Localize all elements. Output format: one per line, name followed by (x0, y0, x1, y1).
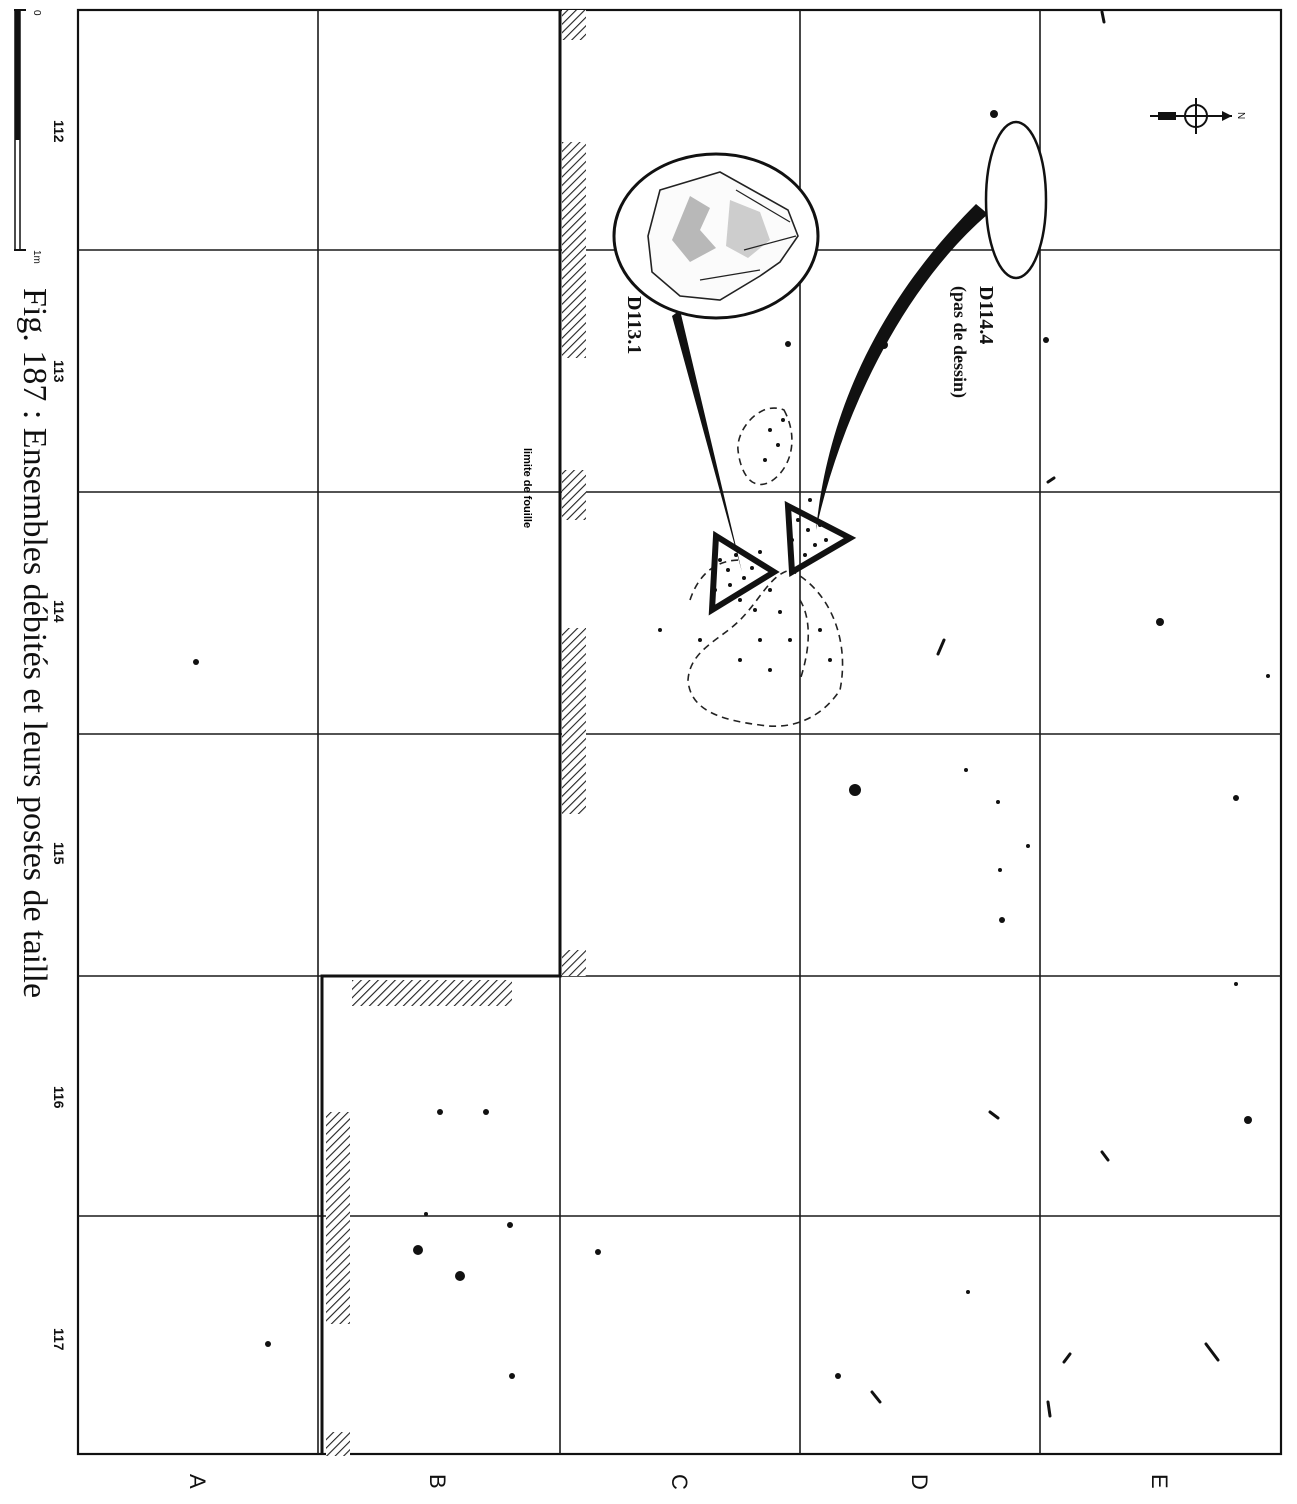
grid-number-114: 114 (51, 600, 67, 623)
hatched-excavation-limit (326, 10, 586, 1456)
leader-d113-1 (672, 310, 742, 572)
label-d113-1: D113.1 (623, 296, 645, 354)
knapping-station-d113-1 (708, 530, 780, 616)
row-letter-e: E (1147, 1474, 1172, 1489)
row-letter-b: B (425, 1474, 450, 1489)
grid-frame (76, 8, 1283, 1456)
excavation-limit-line (320, 10, 562, 1454)
grid-number-116: 116 (51, 1086, 67, 1109)
label-d114-4-note: (pas de dessin) (949, 286, 970, 398)
excavation-limit-label: limite de fouille (521, 448, 533, 528)
row-letter-d: D (907, 1474, 932, 1490)
row-letter-a: A (185, 1474, 210, 1489)
grid-number-115: 115 (51, 842, 67, 865)
d113-1-stone-illustration (612, 152, 820, 320)
grid-numbers: 112 113 114 115 116 117 (51, 120, 67, 1351)
scale-bar: 0 1m (14, 9, 42, 264)
figure-caption: Fig. 187 : Ensembles débités et leurs po… (16, 288, 53, 998)
scale-metre-label: 1m (31, 250, 42, 264)
knapping-station-d114-4 (784, 500, 857, 578)
scattered-flakes (870, 10, 1220, 1418)
label-d114-4: D114.4 (975, 286, 997, 344)
grid-number-113: 113 (51, 360, 67, 383)
north-label: N (1235, 112, 1246, 119)
grid-number-112: 112 (51, 120, 67, 143)
row-letter-c: C (667, 1474, 692, 1490)
row-letters: A B C D E (185, 1474, 1172, 1490)
d114-4-ellipse (984, 120, 1048, 280)
north-arrow-icon: N (1150, 98, 1246, 134)
grid-number-117: 117 (51, 1328, 67, 1351)
scale-zero-label: 0 (31, 10, 42, 16)
